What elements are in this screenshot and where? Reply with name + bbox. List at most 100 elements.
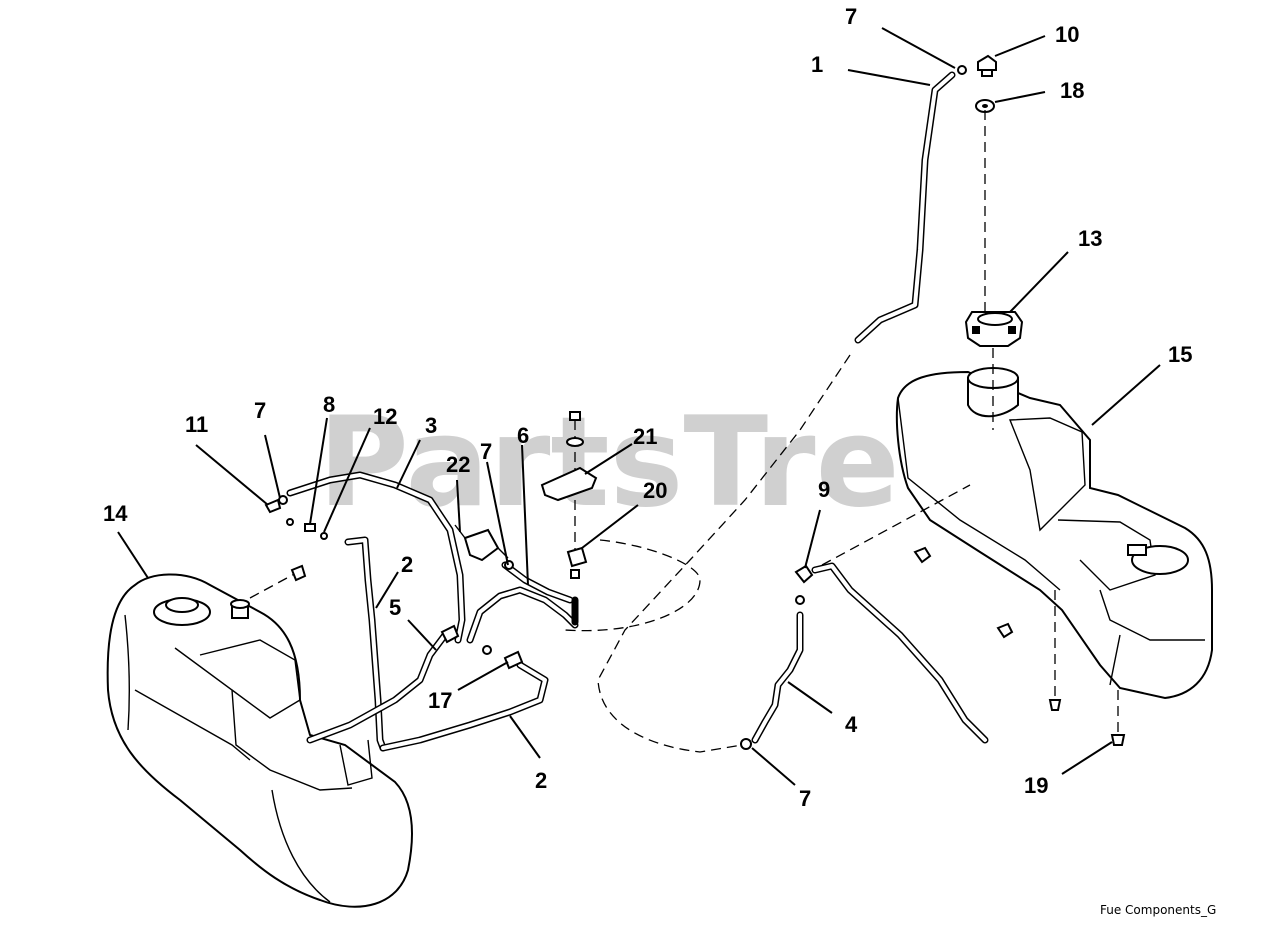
- hose-2-left: [344, 536, 387, 752]
- fitting-8: [304, 523, 316, 532]
- callout-3: 3: [425, 413, 437, 438]
- grommet-18-hole: [982, 104, 988, 108]
- callout-7-left: 7: [254, 398, 266, 423]
- callout-15: 15: [1168, 342, 1192, 367]
- screw-21: [569, 411, 581, 421]
- leader-lines: [117, 27, 1161, 786]
- left-tank-edge-6: [271, 789, 331, 903]
- vent-hose-1-outline: [854, 71, 956, 344]
- fuel-cap-grip-right: [1008, 326, 1016, 334]
- nut-right-1: [913, 546, 932, 564]
- clamp-7-bottom: [740, 738, 752, 750]
- dash-vent-route: [597, 354, 851, 753]
- fitting-10-stem: [981, 69, 993, 77]
- vent-hose-1: [854, 71, 956, 344]
- hose-2-lower: [379, 661, 549, 752]
- vent-fittings: [957, 54, 997, 113]
- callout-6: 6: [517, 423, 529, 448]
- callout-5: 5: [389, 595, 401, 620]
- hose-6-and-filter: [454, 524, 579, 644]
- dash-left-fitting: [249, 571, 299, 599]
- nut-right-2: [996, 622, 1014, 639]
- clamp-8-a: [286, 518, 294, 526]
- callout-14: 14: [103, 501, 128, 526]
- hose-4: [740, 595, 805, 750]
- leader-15: [1091, 364, 1161, 426]
- leader-7-top: [881, 27, 956, 69]
- callout-10: 10: [1055, 22, 1079, 47]
- fitting-10: [977, 54, 997, 71]
- leader-17: [457, 661, 509, 691]
- leader-5: [407, 619, 437, 651]
- clamp-hose-4-top: [795, 595, 805, 605]
- left-tank-edge-3: [199, 639, 301, 719]
- leader-13: [1009, 251, 1069, 313]
- bolt-19: [1110, 734, 1126, 746]
- bolt-right-1: [1048, 699, 1062, 711]
- callout-2-left: 2: [401, 552, 413, 577]
- clamp-7-filter: [504, 560, 514, 570]
- leader-4: [787, 681, 833, 714]
- assembly-lines: [249, 110, 1119, 753]
- fitting-tee: [440, 624, 460, 644]
- valve-and-bracket: [540, 411, 598, 626]
- hose-6b-inner: [503, 563, 572, 602]
- clamp-12: [320, 532, 328, 540]
- dash-bracket-route: [564, 539, 701, 632]
- hose-4-inner: [753, 613, 802, 742]
- leader-7-bottom: [751, 747, 796, 786]
- left-fittings: [264, 495, 524, 670]
- leader-1: [847, 69, 931, 86]
- figure-label: Fue Components_G: [1100, 903, 1216, 917]
- callout-19: 19: [1024, 773, 1048, 798]
- clamp-17-a: [482, 645, 492, 655]
- fitting-17: [503, 650, 524, 670]
- leader-7-filter: [486, 461, 509, 566]
- leader-10: [994, 35, 1046, 57]
- leader-9: [804, 509, 821, 569]
- callouts: 1 7 10 18 13 15 9 4 7 19 21 20 6 7 22 3 …: [103, 4, 1192, 811]
- fitting-9-assembly: [794, 562, 989, 744]
- hose-5: [306, 631, 449, 744]
- left-tank-edge-2: [174, 647, 353, 791]
- hose-3-inner: [288, 473, 464, 642]
- right-tank-hardware: [913, 546, 1126, 746]
- callout-8: 8: [323, 392, 335, 417]
- callout-2-lower: 2: [535, 768, 547, 793]
- hose-3: [286, 471, 466, 644]
- clamp-7-left: [278, 495, 288, 505]
- hose-4-outline: [751, 611, 804, 744]
- leader-7-left: [264, 434, 281, 499]
- hose-5-inner: [308, 633, 447, 742]
- callout-4: 4: [845, 712, 858, 737]
- callout-9: 9: [818, 477, 830, 502]
- fuel-cap: [964, 311, 1024, 347]
- bracket-21: [540, 466, 598, 502]
- right-tank-edge-1: [897, 397, 1061, 591]
- fitting-9: [794, 564, 814, 584]
- left-tank-outlet-top: [230, 599, 250, 609]
- right-tank-edge-2: [1008, 417, 1086, 532]
- right-tank-clip: [1127, 544, 1147, 556]
- callout-12: 12: [373, 404, 397, 429]
- leader-18: [994, 91, 1046, 103]
- callout-1: 1: [811, 52, 823, 77]
- callout-7-top: 7: [845, 4, 857, 29]
- right-tank-edge-5: [1109, 634, 1121, 686]
- leader-3: [396, 439, 421, 489]
- valve-20: [566, 546, 588, 568]
- leader-2-left: [375, 571, 399, 609]
- hose-2-left-inner: [346, 538, 385, 750]
- right-tank-body: [895, 370, 1213, 700]
- leader-19: [1061, 741, 1113, 775]
- long-tube-inner: [813, 564, 987, 742]
- dash-fitting-9: [821, 484, 971, 566]
- vent-hose-1-inner: [856, 73, 954, 342]
- leader-11: [195, 444, 269, 506]
- leader-21: [584, 443, 633, 475]
- leader-8: [309, 417, 328, 525]
- washer-21: [566, 437, 584, 447]
- left-tank-edge-4: [134, 689, 251, 761]
- callout-22: 22: [446, 452, 470, 477]
